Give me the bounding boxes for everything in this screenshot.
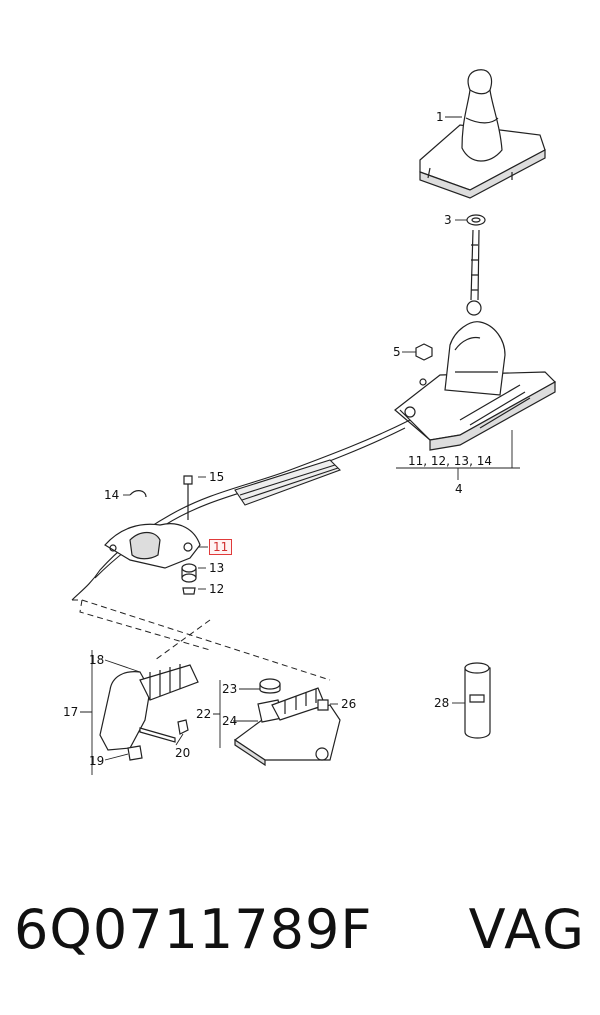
callout-5[interactable]: 5 [393,345,401,359]
callout-4[interactable]: 4 [455,482,463,496]
callout-19[interactable]: 19 [89,754,105,768]
nut-part [415,343,433,361]
callout-1[interactable]: 1 [436,110,444,124]
callout-3[interactable]: 3 [444,213,452,227]
shift-lever-rod [466,229,482,316]
brand-name: VAG [468,898,586,961]
callout-23[interactable]: 23 [222,682,238,696]
grease-tube [464,662,491,739]
callout-13[interactable]: 13 [209,561,225,575]
callout-26[interactable]: 26 [341,697,357,711]
shift-cables [71,419,411,601]
shift-base-assembly [233,678,341,767]
callout-14[interactable]: 14 [104,488,120,502]
callout-4-list: 11, 12, 13, 14 [408,454,492,468]
leader-lines [80,116,520,775]
callout-11[interactable]: 11 [209,539,233,555]
callout-22[interactable]: 22 [196,707,212,721]
callout-12[interactable]: 12 [209,582,225,596]
callout-17[interactable]: 17 [63,705,79,719]
callout-20[interactable]: 20 [175,746,191,760]
callout-24[interactable]: 24 [222,714,238,728]
exploded-parts-diagram [71,69,556,775]
gear-knob-assembly [419,69,546,199]
callout-28[interactable]: 28 [434,696,450,710]
part-number: 6Q0711789F [14,898,373,961]
selector-lever-assembly [99,664,199,761]
cable-bracket [104,475,201,595]
callout-15[interactable]: 15 [209,470,225,484]
shift-housing [394,321,556,451]
callout-18[interactable]: 18 [89,653,105,667]
ring-part [466,214,486,226]
